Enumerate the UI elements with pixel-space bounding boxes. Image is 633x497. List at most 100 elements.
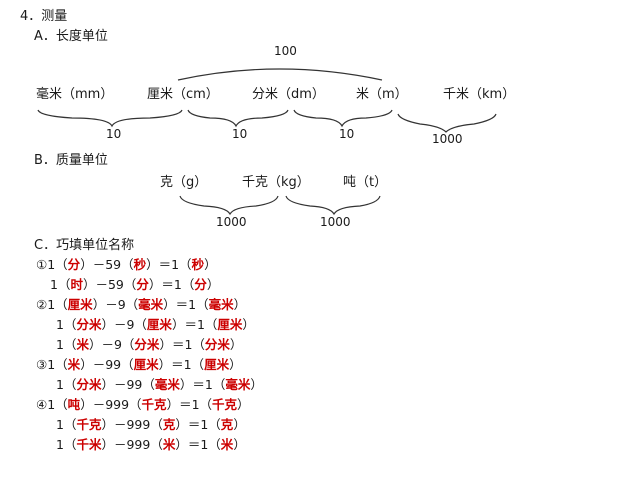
answer-unit: 秒: [191, 257, 205, 272]
brace-m-km: [397, 113, 497, 133]
equation-text: ）－9（: [92, 297, 139, 312]
brace-mm-cm: [37, 109, 183, 128]
answer-unit: 克: [220, 417, 234, 432]
answer-unit: 分米: [204, 337, 230, 352]
length-rate-m-km: 1000: [432, 132, 463, 146]
answer-unit: 分: [194, 277, 207, 292]
length-rate-above: 100: [274, 44, 297, 58]
equation-text: ）: [233, 297, 247, 312]
equation-text: ）－9（: [101, 317, 147, 332]
length-heading: A．长度单位: [34, 29, 108, 44]
answer-unit: 厘米: [204, 357, 230, 372]
equation-text: ①1（: [36, 257, 68, 272]
answer-unit: 吨: [67, 397, 81, 412]
unit-millimeter: 毫米（mm）: [36, 87, 114, 102]
brace-g-kg: [179, 195, 279, 216]
equation-text: ）－59（: [80, 257, 134, 272]
equation-text: ）: [233, 417, 246, 432]
answer-unit: 千米: [76, 437, 102, 452]
arc-cm-to-m: [177, 68, 383, 81]
length-rate-dm-m: 10: [339, 127, 355, 141]
equation-text: ）＝1（: [163, 297, 209, 312]
fill-row: ④1（吨）－999（千克）＝1（千克）: [36, 397, 250, 412]
fill-row: 1（千米）－999（米）＝1（米）: [56, 437, 246, 452]
equation-text: ）: [229, 357, 242, 372]
brace-dm-m: [293, 109, 393, 128]
fill-row: 1（分米）－99（毫米）＝1（毫米）: [56, 377, 263, 392]
equation-text: 1（: [56, 377, 77, 392]
equation-text: ）: [250, 377, 263, 392]
equation-text: ②1（: [36, 297, 68, 312]
equation-text: 1（: [56, 337, 77, 352]
answer-unit: 毫米: [138, 297, 164, 312]
equation-text: ）－59（: [82, 277, 137, 292]
equation-text: ）＝1（: [171, 317, 218, 332]
equation-text: 1（: [56, 317, 77, 332]
answer-unit: 千克: [212, 397, 238, 412]
unit-gram: 克（g）: [160, 175, 208, 190]
equation-text: ③1（: [36, 357, 68, 372]
equation-text: ）: [229, 337, 243, 352]
equation-text: ）＝1（: [148, 277, 195, 292]
unit-centimeter: 厘米（cm）: [147, 87, 219, 102]
equation-text: ）＝1（: [146, 257, 192, 272]
unit-decimeter: 分米（dm）: [252, 87, 325, 102]
equation-text: ）＝1（: [166, 397, 213, 412]
answer-unit: 厘米: [146, 317, 172, 332]
equation-text: 1（: [50, 277, 71, 292]
equation-text: ）: [206, 277, 220, 292]
fill-heading: C．巧填单位名称: [34, 238, 135, 253]
answer-unit: 米: [76, 337, 89, 352]
length-rate-cm-dm: 10: [232, 127, 248, 141]
fill-row: ①1（分）－59（秒）＝1（秒）: [36, 257, 217, 272]
fill-row: 1（时）－59（分）＝1（分）: [50, 277, 220, 292]
answer-unit: 毫米: [208, 297, 234, 312]
answer-unit: 米: [67, 357, 81, 372]
equation-text: ）＝1（: [158, 357, 205, 372]
answer-unit: 毫米: [154, 377, 180, 392]
equation-text: ）＝1（: [175, 437, 221, 452]
equation-text: ）: [204, 257, 217, 272]
mass-rate-g-kg: 1000: [216, 215, 247, 229]
answer-unit: 米: [220, 437, 234, 452]
unit-ton: 吨（t）: [343, 175, 388, 190]
section-title: 4．测量: [20, 9, 68, 24]
answer-unit: 分: [67, 257, 81, 272]
equation-text: ）－999（: [80, 397, 142, 412]
equation-text: 1（: [56, 437, 77, 452]
equation-text: ）: [233, 437, 246, 452]
equation-text: ）－999（: [101, 417, 163, 432]
brace-cm-dm: [187, 109, 289, 128]
fill-row: ②1（厘米）－9（毫米）＝1（毫米）: [36, 297, 247, 312]
equation-text: ）＝1（: [175, 417, 221, 432]
answer-unit: 千克: [141, 397, 167, 412]
unit-meter: 米（m）: [356, 87, 408, 102]
answer-unit: 厘米: [217, 317, 243, 332]
answer-unit: 厘米: [133, 357, 159, 372]
equation-text: ）－999（: [101, 437, 163, 452]
equation-text: ）: [242, 317, 255, 332]
answer-unit: 分米: [76, 317, 102, 332]
equation-text: ）－99（: [101, 377, 155, 392]
equation-text: ）＝1（: [159, 337, 205, 352]
mass-rate-kg-t: 1000: [320, 215, 351, 229]
answer-unit: 千克: [76, 417, 102, 432]
answer-unit: 分米: [134, 337, 160, 352]
answer-unit: 米: [162, 437, 176, 452]
answer-unit: 分: [136, 277, 149, 292]
fill-row: 1（米）－9（分米）＝1（分米）: [56, 337, 243, 352]
answer-unit: 厘米: [67, 297, 93, 312]
fill-row: ③1（米）－99（厘米）＝1（厘米）: [36, 357, 242, 372]
equation-text: ④1（: [36, 397, 68, 412]
equation-text: ）＝1（: [179, 377, 226, 392]
fill-row: 1（分米）－9（厘米）＝1（厘米）: [56, 317, 255, 332]
answer-unit: 分米: [76, 377, 102, 392]
equation-text: 1（: [56, 417, 77, 432]
length-rate-mm-cm: 10: [106, 127, 122, 141]
answer-unit: 克: [162, 417, 176, 432]
mass-heading: B．质量单位: [34, 153, 108, 168]
brace-kg-t: [285, 195, 381, 216]
unit-kilogram: 千克（kg）: [242, 175, 310, 190]
